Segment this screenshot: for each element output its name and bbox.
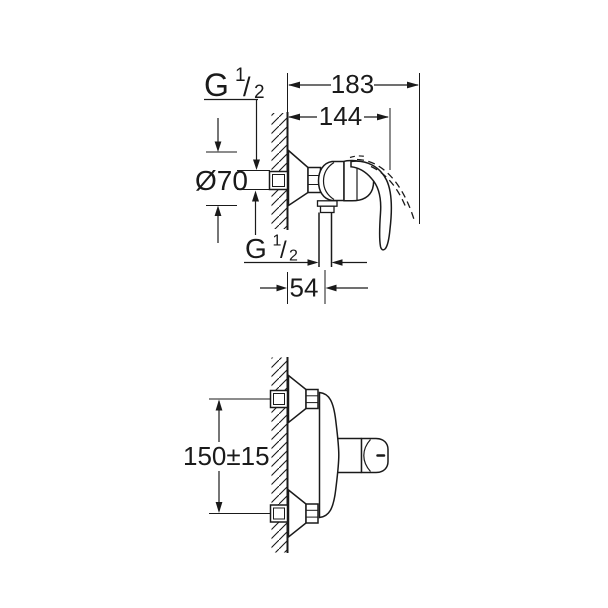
escutcheon: [287, 488, 307, 539]
dim-text-dia70: Ø70: [195, 165, 248, 196]
arrowhead-right: [407, 81, 419, 89]
thread-label-bottom-up-leader: [252, 190, 259, 235]
thread-size-top-g: G: [204, 67, 229, 103]
arrowhead-right: [276, 284, 287, 292]
plan-view: 150±15: [183, 357, 389, 553]
thread-size-top-den: 2: [254, 82, 265, 103]
dim-text-144: 144: [319, 101, 362, 131]
wall-plan-view: [271, 357, 289, 553]
wall-hatch: [271, 357, 287, 553]
dim-depth-to-handle: [288, 108, 391, 170]
arrowhead-up: [214, 205, 222, 216]
thread-size-top-num: 1: [235, 65, 246, 86]
connection-union-2: [269, 488, 319, 539]
arrowhead-left: [288, 113, 300, 121]
thread-size-bottom-num: 1: [273, 233, 282, 250]
thread-size-top-slash: /: [243, 72, 251, 102]
thread-size-bottom-den: 2: [289, 248, 298, 265]
escutcheon: [287, 373, 307, 425]
dim-text-150: 150±15: [183, 441, 270, 471]
arrowhead-right: [377, 113, 389, 121]
mixer-side: [268, 148, 416, 267]
dim-escutcheon-diameter: [206, 118, 237, 243]
arrowhead-up: [215, 399, 223, 411]
thread-size-bottom-slash: /: [280, 237, 287, 264]
thread-label-top-leader: [204, 98, 260, 170]
handle-knob: [360, 437, 389, 474]
hex-nut: [305, 503, 319, 524]
union-extension-lines: [237, 170, 270, 190]
connection-union-1: [269, 373, 319, 425]
outlet-collar: [316, 200, 338, 207]
thread-size-bottom-g: G: [245, 233, 267, 264]
dim-connection-distance: [209, 398, 270, 514]
side-view: G 1 / 2 183 144 Ø70 G 1 / 2 54: [195, 65, 420, 304]
thread-label-bottom-leader: [244, 259, 367, 266]
arrowhead-down: [253, 159, 260, 170]
mixer-plan: [318, 391, 389, 519]
body-outline: [318, 391, 340, 519]
arrowhead-left: [325, 284, 337, 292]
cartridge-body: [317, 160, 345, 202]
dim-outlet-to-wall: [260, 270, 368, 304]
dim-text-54: 54: [290, 273, 319, 303]
arrowhead-up: [252, 190, 259, 202]
hex-nut: [305, 388, 319, 410]
dim-text-183: 183: [331, 69, 374, 99]
dim-depth-total: [288, 73, 420, 224]
arrowhead-left: [288, 81, 300, 89]
arrowhead-down: [214, 141, 222, 152]
lever-raised-outline: [356, 158, 416, 222]
arrowhead-right: [307, 259, 319, 266]
arrowhead-down: [215, 502, 223, 513]
lever-handle: [350, 160, 393, 251]
escutcheon: [287, 148, 309, 207]
arrowhead-left: [331, 259, 343, 266]
